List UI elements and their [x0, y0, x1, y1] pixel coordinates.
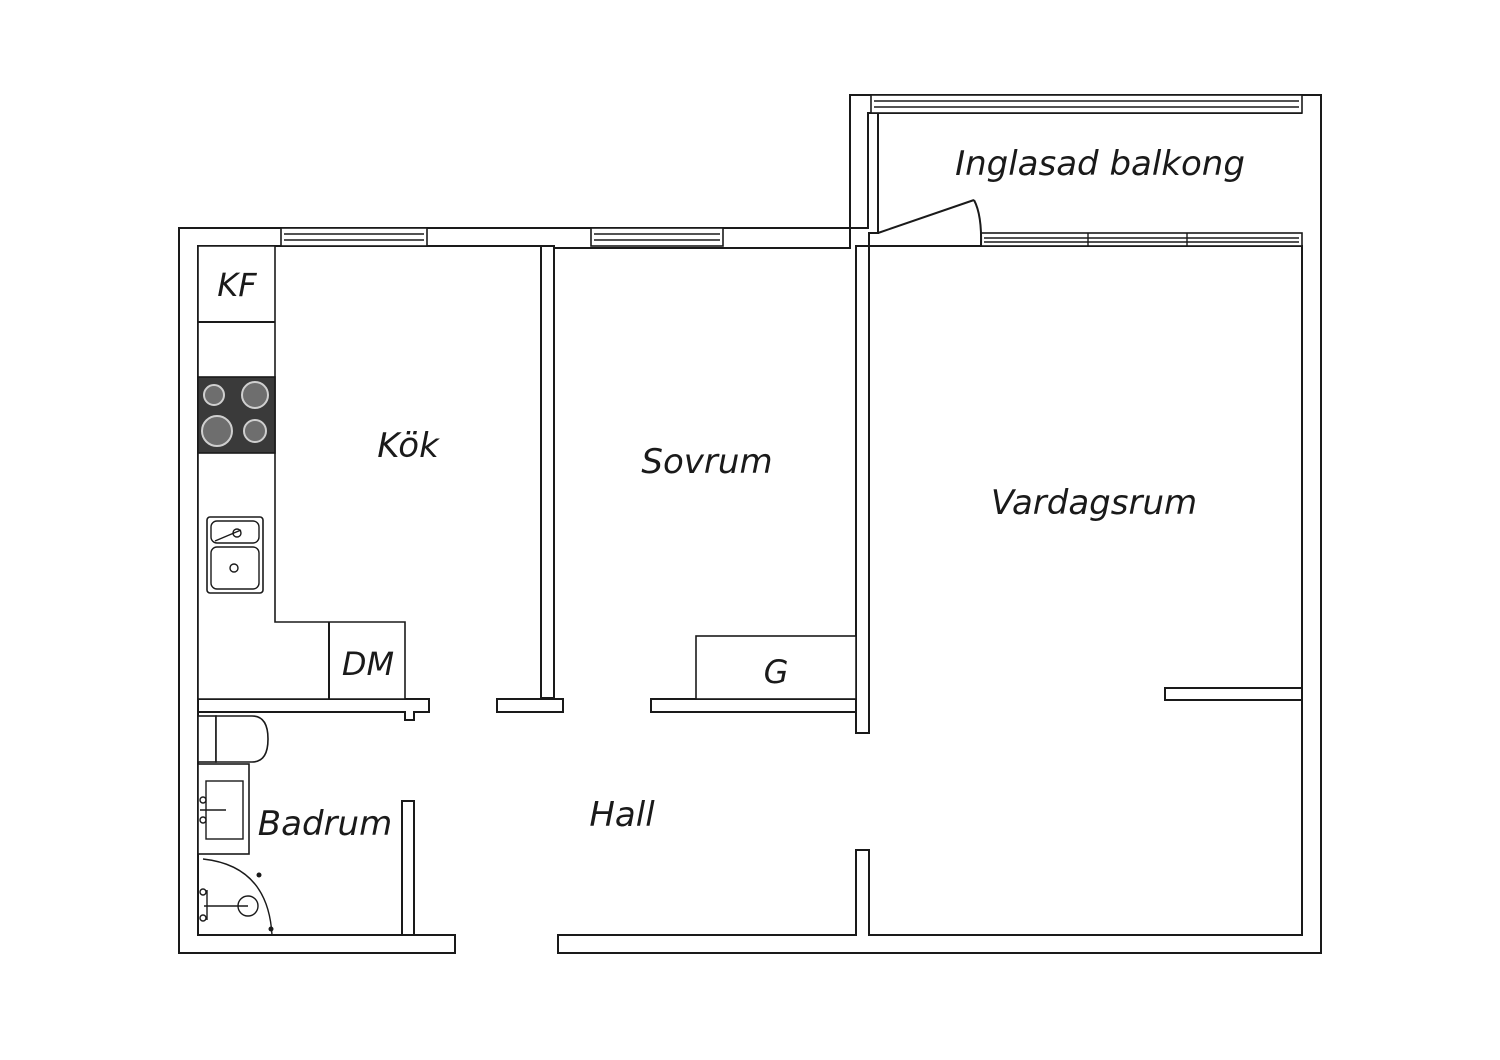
balcony-door — [877, 199, 983, 247]
fridge-freezer-label: KF — [217, 266, 257, 304]
washbasin-icon — [197, 763, 250, 855]
interior-walls — [197, 245, 1303, 936]
balcony-glazing — [870, 94, 1303, 114]
windows — [280, 94, 1303, 247]
shower-icon — [199, 858, 274, 936]
wardrobe-label: G — [764, 653, 789, 691]
kitchen-label: Kök — [377, 426, 440, 466]
dishwasher-label: DM — [342, 645, 394, 683]
balcony-label: Inglasad balkong — [955, 144, 1245, 184]
wardrobe — [695, 635, 857, 700]
hall-label: Hall — [589, 795, 655, 835]
bathroom-label: Badrum — [258, 804, 392, 844]
living-room-window — [980, 232, 1303, 247]
bedroom-window — [590, 227, 724, 247]
bedroom-label: Sovrum — [641, 442, 772, 482]
living-room-label: Vardagsrum — [991, 483, 1197, 523]
kitchen-window — [280, 227, 428, 247]
kitchen-counter — [197, 245, 406, 700]
toilet-icon — [197, 715, 269, 763]
kitchen-sink-icon — [206, 516, 264, 594]
hob-icon — [197, 376, 276, 454]
